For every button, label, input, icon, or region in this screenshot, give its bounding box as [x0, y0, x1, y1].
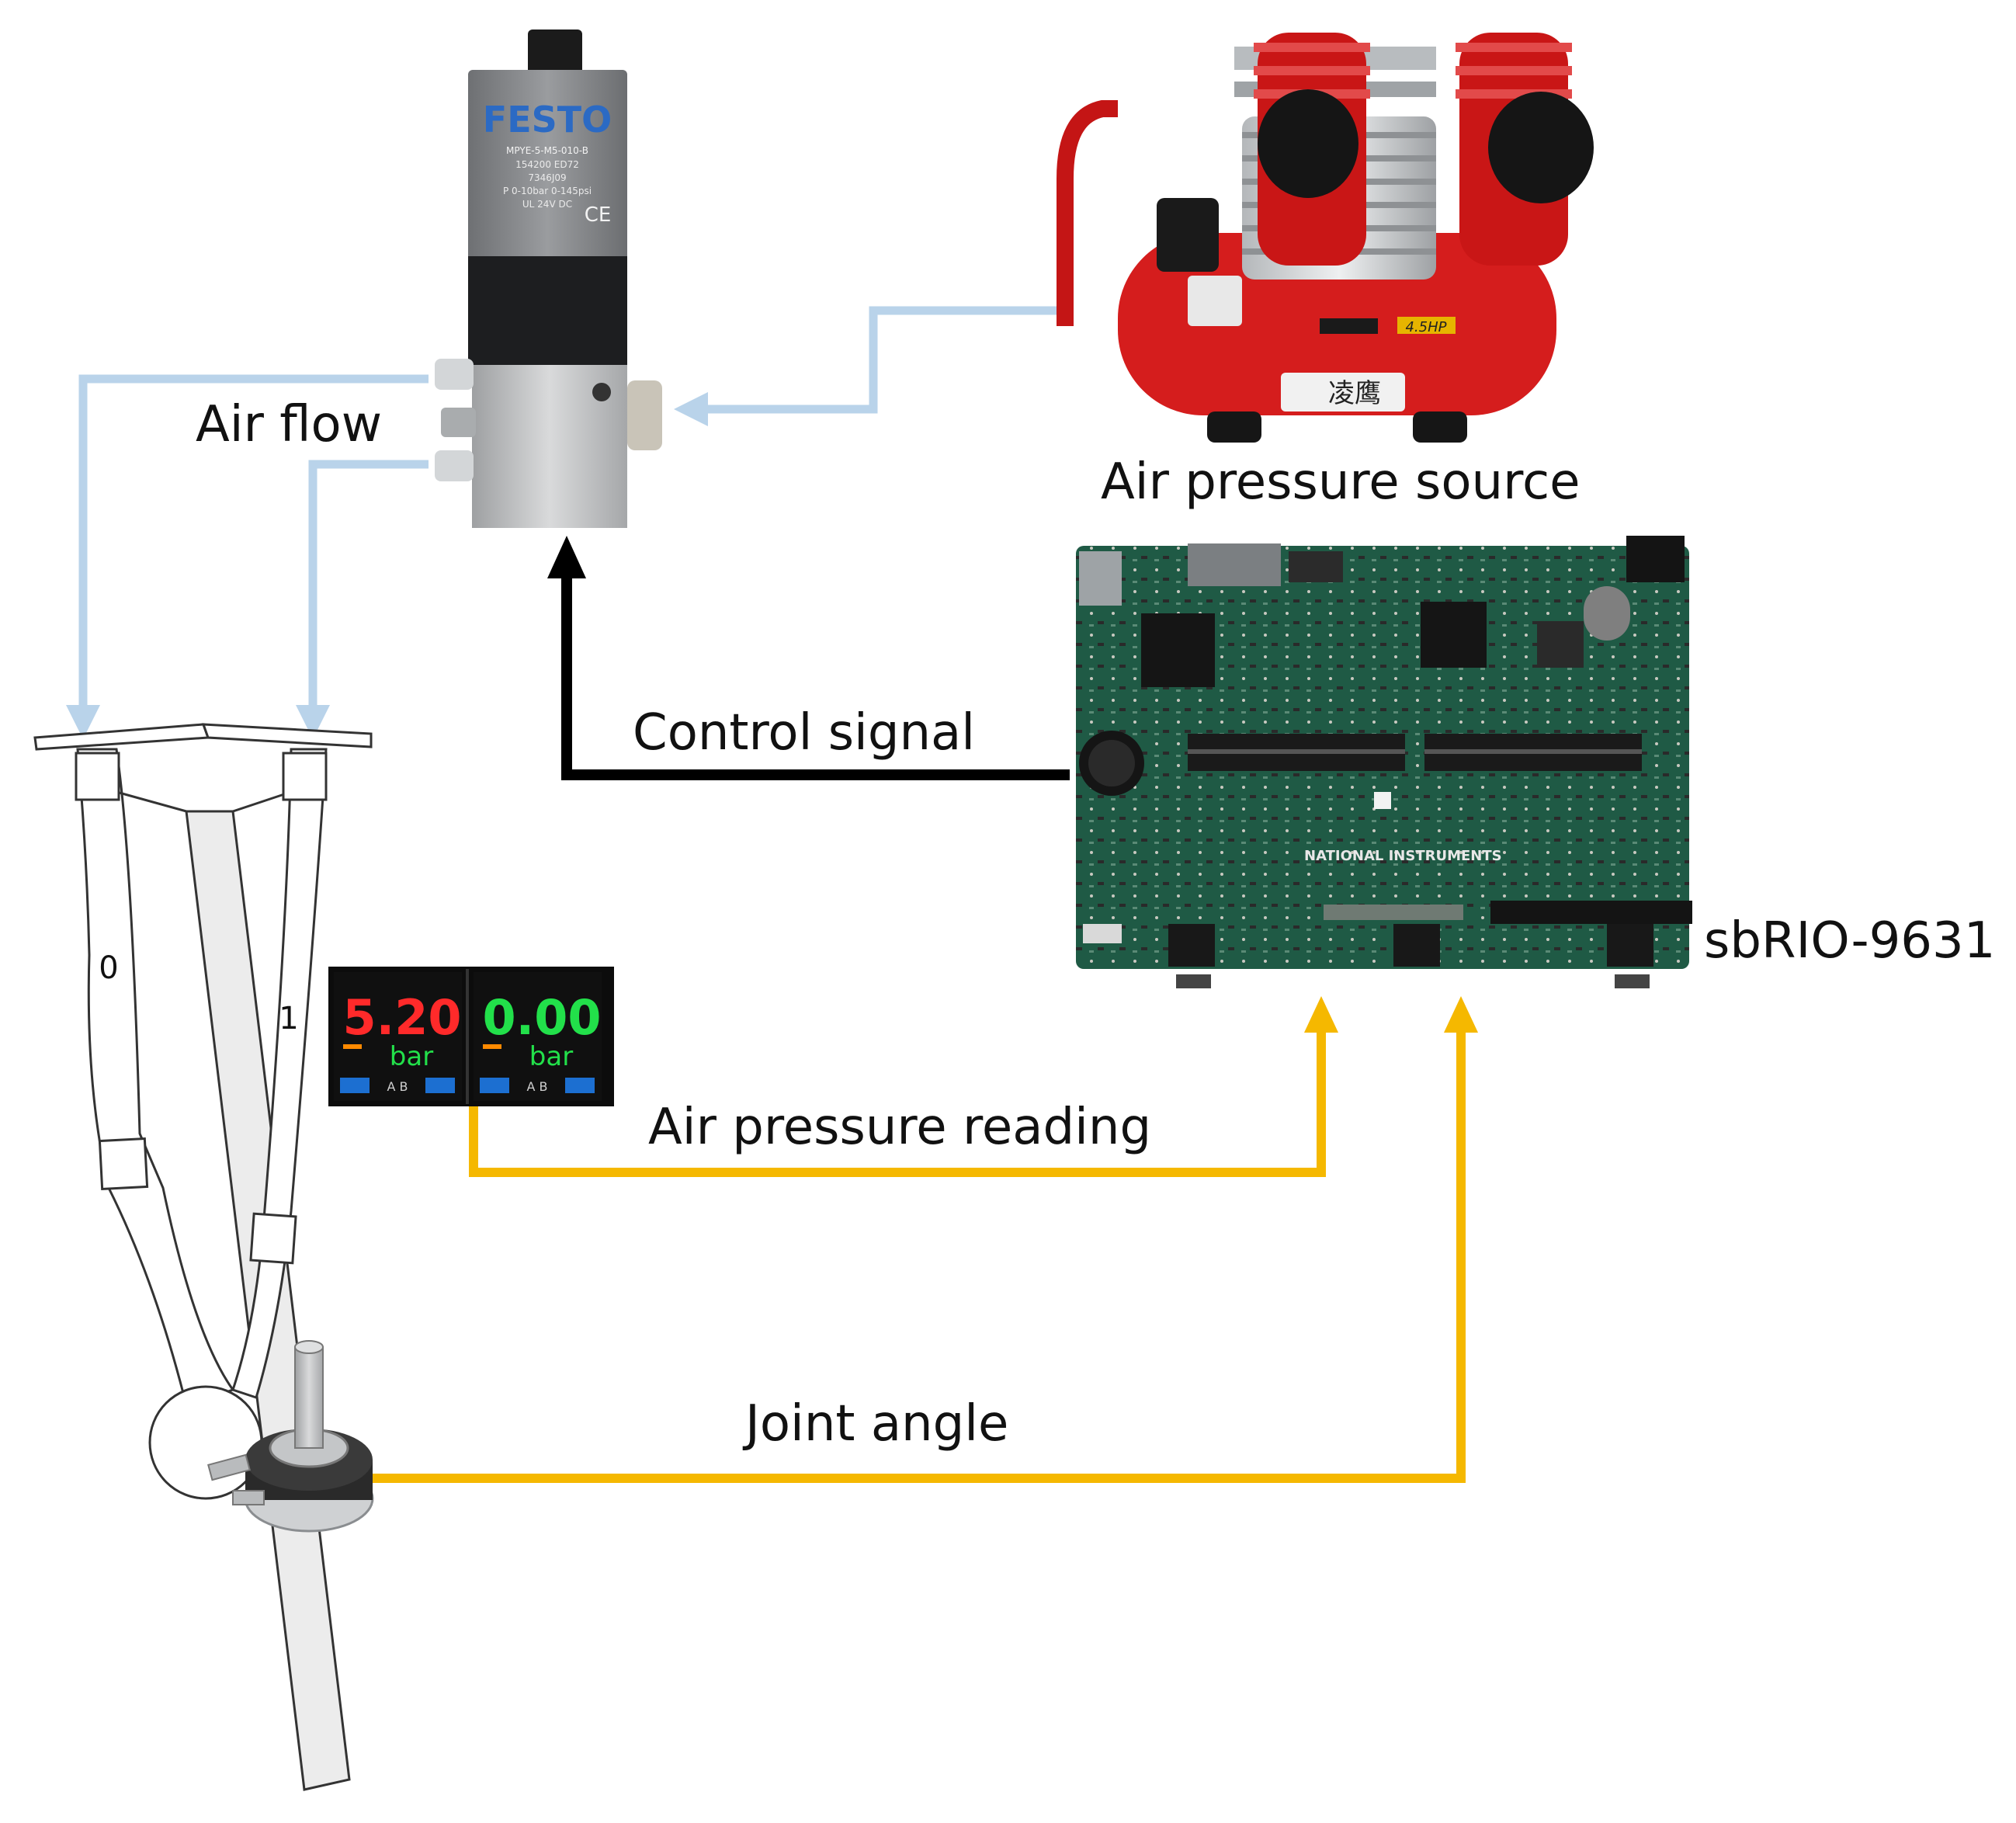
sensor-lines: [365, 996, 1478, 1483]
air-flow-label: Air flow: [196, 396, 382, 453]
controller-label: sbRIO-9631: [1704, 912, 1995, 970]
air-pressure-source-label: Air pressure source: [1101, 453, 1581, 511]
joint-actuator: 0 1: [33, 723, 373, 1791]
gauge-footer: A B: [387, 1079, 408, 1094]
gauge-indicator: [343, 1044, 362, 1049]
air-pressure-reading-label: Air pressure reading: [648, 1099, 1151, 1156]
chamber-1-label: 1: [279, 1001, 298, 1037]
board-maker: NATIONAL INSTRUMENTS: [1304, 848, 1502, 864]
valve-spec-line: UL 24V DC: [522, 199, 572, 210]
gauge-button-left: [340, 1078, 370, 1093]
gauge-unit: bar: [529, 1041, 573, 1072]
diagram-labels: Air flow Air pressure source Control sig…: [196, 396, 1995, 1453]
joint-angle-label: Joint angle: [742, 1395, 1008, 1453]
valve-spec-line: 7346J09: [528, 172, 566, 183]
control-signal-line: [547, 536, 1070, 780]
valve-ce-mark: CE: [585, 203, 612, 227]
potentiometer: [207, 1340, 374, 1533]
joint-angle-line: [365, 1025, 1466, 1483]
valve-spec-line: P 0-10bar 0-145psi: [503, 186, 592, 196]
gauge-button-left: [480, 1078, 509, 1093]
valve-spec-lines: 154200 ED72 7346J09 P 0-10bar 0-145psi UL 2…: [503, 159, 592, 210]
gauge-footer: A B: [526, 1079, 547, 1094]
control-signal-label: Control signal: [633, 704, 975, 762]
air-compressor: 4.5HP 凌鹰: [1057, 33, 1594, 443]
sbrio-board: NATIONAL INSTRUMENTS: [1076, 536, 1692, 988]
pressure-reading-line: [469, 1025, 1326, 1177]
air-lines: [66, 306, 1057, 739]
gauge-reading: 0.00: [483, 989, 602, 1046]
valve-brand: FESTO: [483, 99, 612, 141]
valve-spec-line: 154200 ED72: [515, 159, 579, 170]
compressor-brand: 凌鹰: [1328, 378, 1381, 409]
chamber-0-label: 0: [99, 950, 118, 986]
compressor-rating: 4.5HP: [1405, 319, 1446, 335]
gauge-button-right: [565, 1078, 595, 1093]
gauge-unit: bar: [390, 1041, 433, 1072]
air-line-chamber-1: [296, 460, 429, 739]
gauge-button-right: [425, 1078, 455, 1093]
gauge-reading: 5.20: [343, 989, 462, 1046]
gauge-indicator: [483, 1044, 501, 1049]
festo-valve: FESTO MPYE-5-M5-010-B 154200 ED72 7346J09…: [435, 30, 662, 528]
air-line-chamber-0: [66, 374, 429, 739]
air-supply-line: [674, 306, 1057, 426]
valve-model: MPYE-5-M5-010-B: [506, 145, 588, 156]
